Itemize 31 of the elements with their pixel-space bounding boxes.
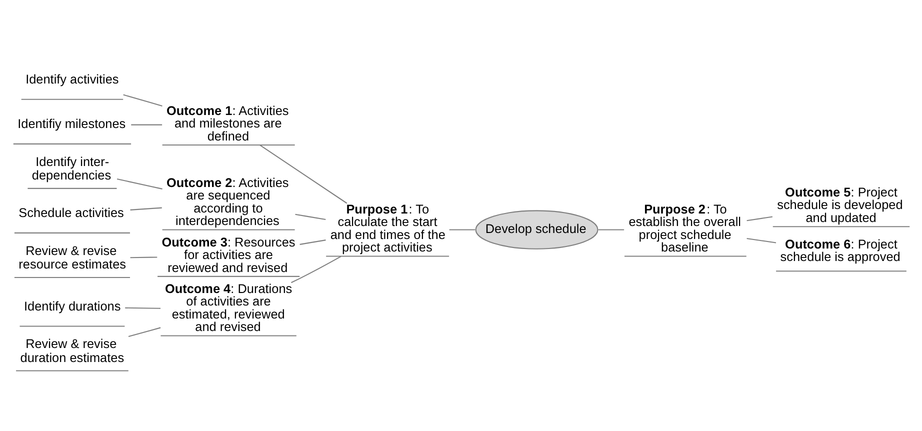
connector bbox=[299, 239, 326, 244]
node-text: Purpose 1: To calculate the start and end times of the project activities bbox=[330, 200, 445, 254]
connector bbox=[746, 216, 772, 221]
node-text: Outcome 6: Project schedule is approved bbox=[780, 236, 900, 264]
node-text: Identify activities bbox=[25, 71, 118, 86]
node-text: Purpose 2: To establish the overall project schedule baseline bbox=[628, 200, 740, 254]
node-ellipse: Develop schedule bbox=[474, 210, 598, 249]
node-text: Identify inter- dependencies bbox=[31, 153, 111, 182]
node-text: Review & revise resource estimates bbox=[18, 242, 126, 272]
node-text: Review & revise duration estimates bbox=[20, 336, 124, 364]
connector bbox=[746, 238, 776, 243]
node-text: Outcome 3: Resources for activities are reviewed and revised bbox=[161, 234, 295, 274]
connector bbox=[448, 228, 475, 230]
connector bbox=[259, 144, 347, 204]
connector bbox=[122, 94, 162, 106]
connector bbox=[116, 178, 162, 189]
connector bbox=[598, 228, 624, 230]
node-text: Outcome 2: Activities are sequenced according to interdependencies bbox=[166, 174, 288, 228]
connector bbox=[124, 306, 160, 308]
connector bbox=[130, 206, 162, 210]
node-text: Outcome 1: Activities and milestones are defined bbox=[166, 102, 288, 143]
connector bbox=[130, 124, 162, 125]
node-text: Identifiy milestones bbox=[17, 116, 126, 131]
connector bbox=[128, 326, 160, 336]
node-text: Identify durations bbox=[23, 298, 120, 313]
node-text: Outcome 5: Project schedule is developed and updated bbox=[776, 184, 902, 224]
node-text: Schedule activities bbox=[18, 204, 124, 220]
connector bbox=[294, 213, 326, 220]
connector bbox=[130, 256, 157, 258]
node-text: Outcome 4: Durations of activities are estimated, reviewed and revised bbox=[164, 280, 292, 334]
connector bbox=[290, 255, 341, 283]
